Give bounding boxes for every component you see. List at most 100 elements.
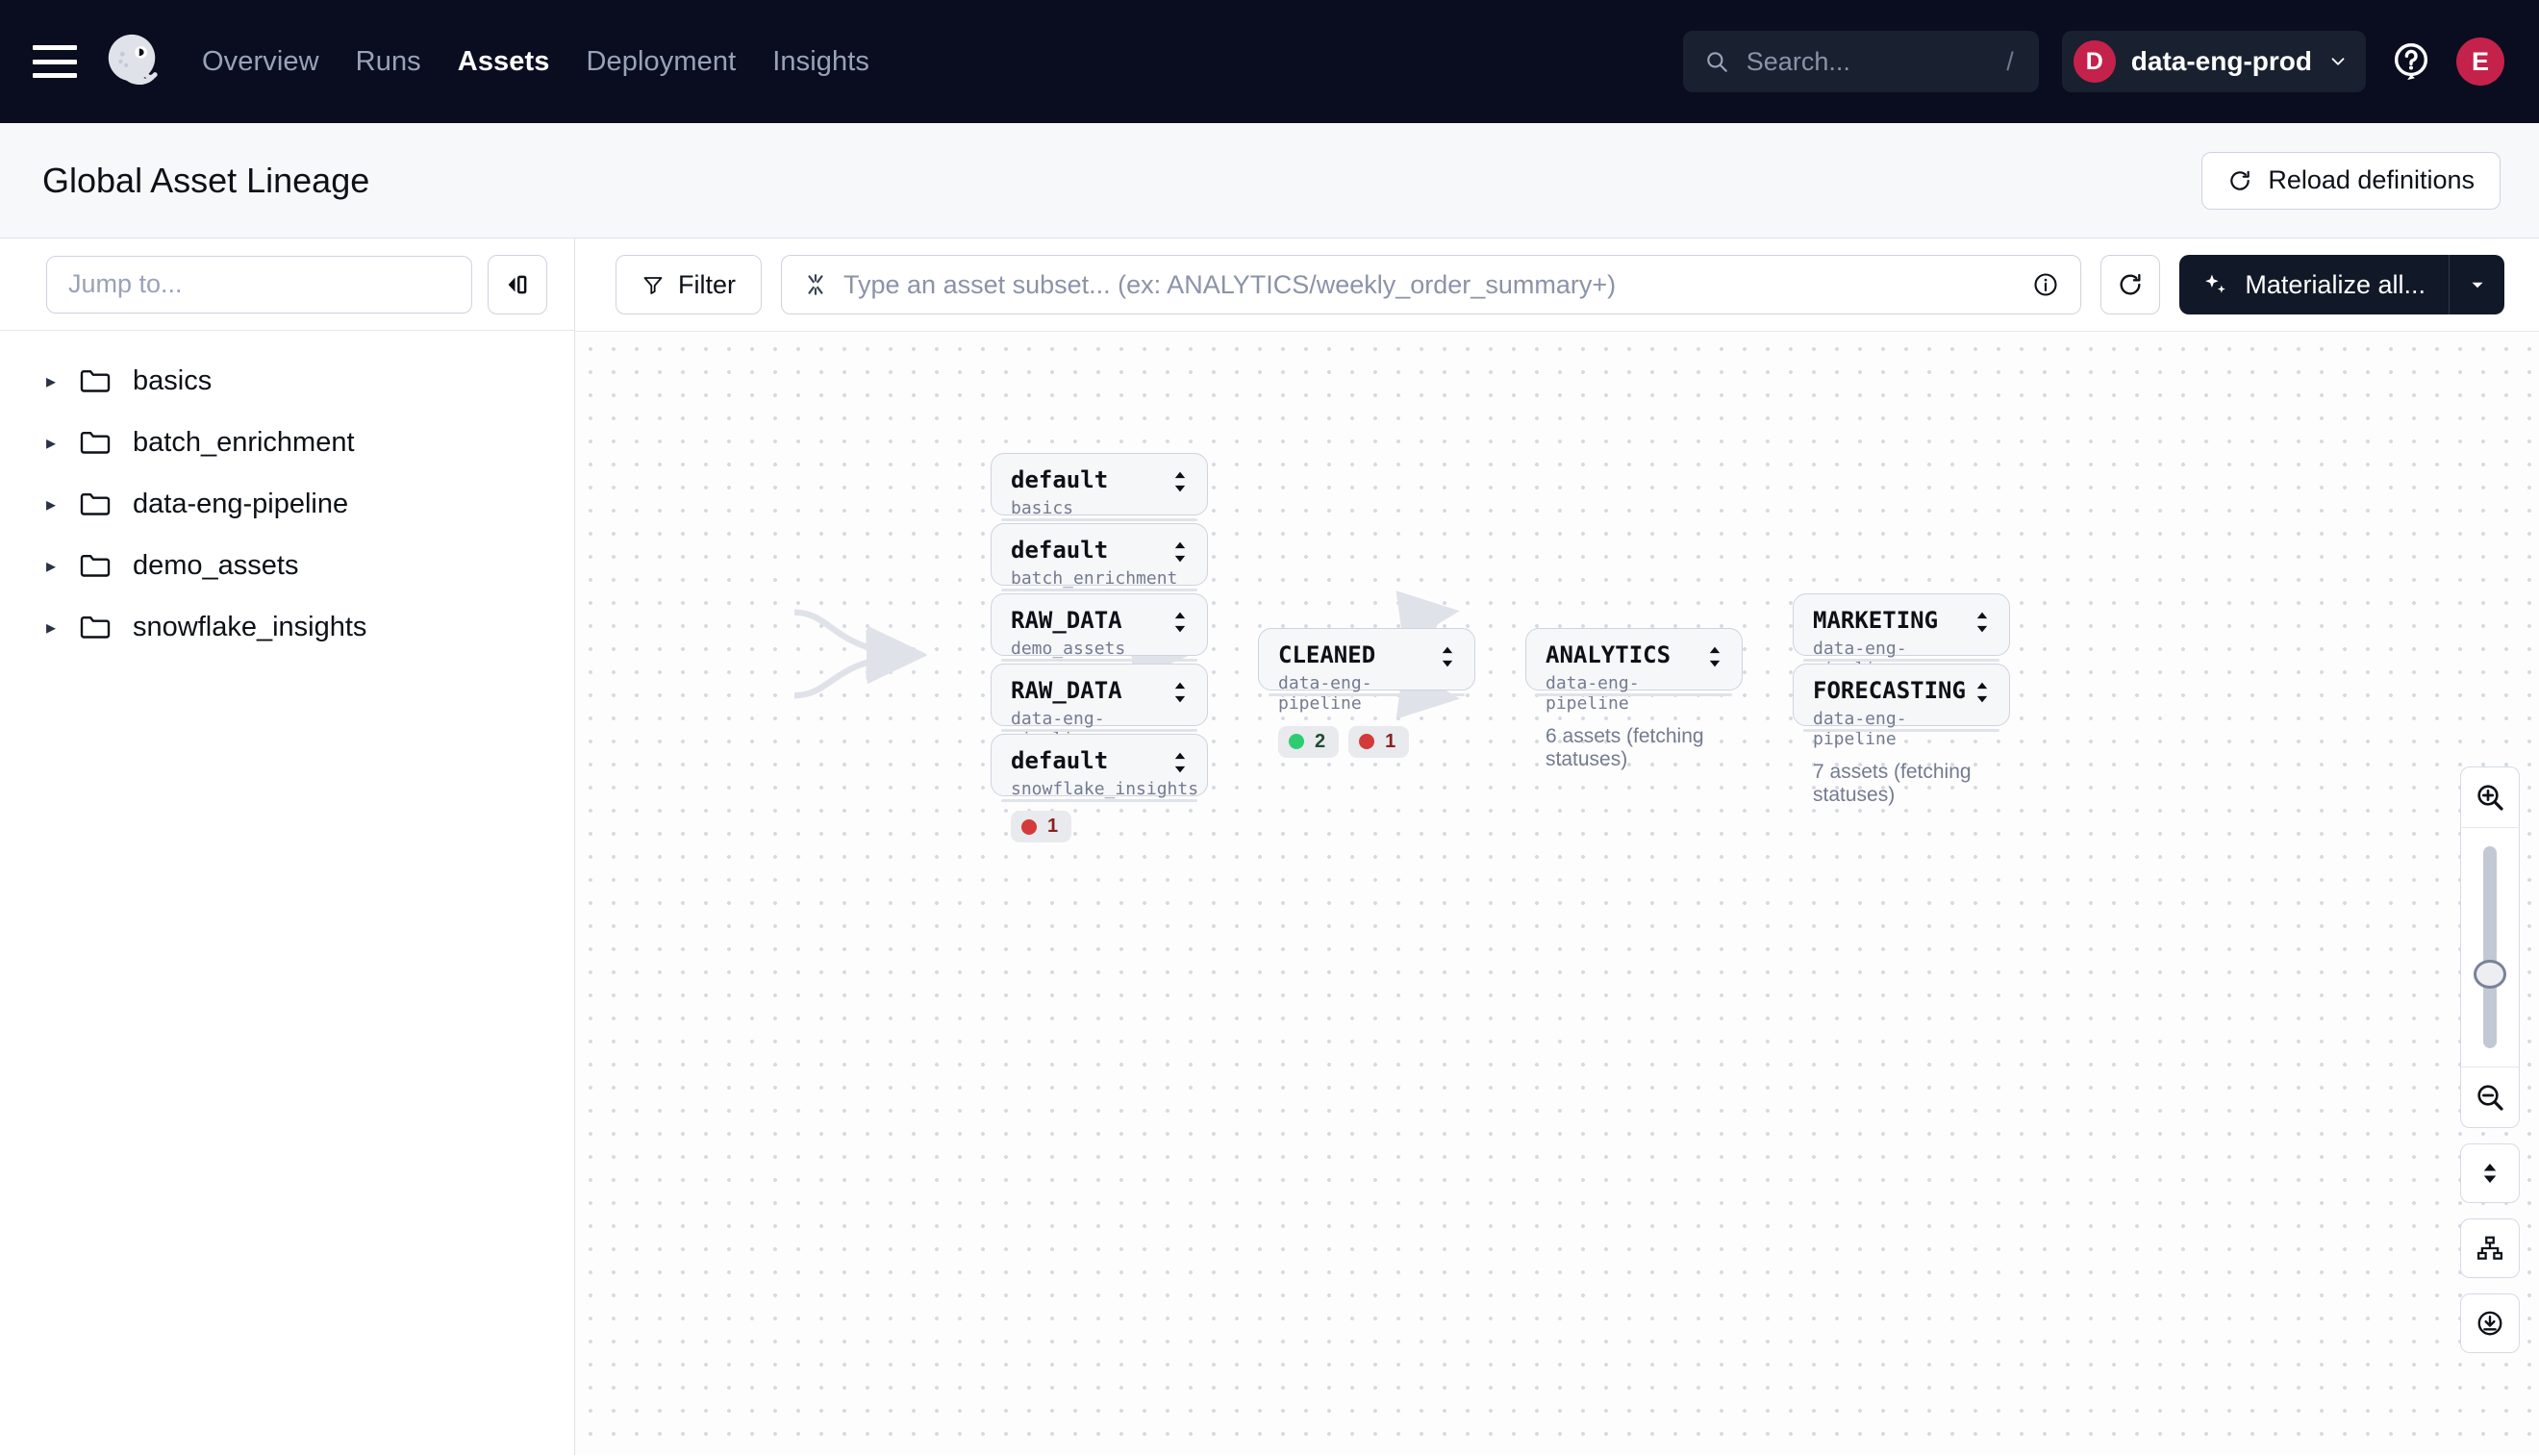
- materialize-all-button[interactable]: Materialize all...: [2179, 255, 2449, 314]
- tree-item-data-eng-pipeline[interactable]: ▸ data-eng-pipeline: [0, 473, 574, 535]
- nav-link-overview[interactable]: Overview: [202, 45, 319, 77]
- materialize-dropdown-button[interactable]: [2449, 255, 2504, 314]
- tree-item-label: basics: [133, 364, 213, 396]
- asset-group-node-basics[interactable]: default basics 3: [991, 453, 1208, 563]
- lineage-graph-pane: Filter Type an asset subset... (ex: ANAL…: [575, 238, 2539, 1455]
- expand-collapse-icon[interactable]: [1170, 750, 1190, 775]
- refresh-graph-button[interactable]: [2100, 255, 2161, 314]
- expand-collapse-icon[interactable]: [1170, 469, 1190, 494]
- zoom-slider-handle[interactable]: [2474, 960, 2506, 989]
- status-badge-failed: 1: [1348, 725, 1410, 758]
- node-status-text: 7 assets (fetching statuses): [1813, 760, 1972, 806]
- chevron-right-icon[interactable]: ▸: [46, 616, 57, 639]
- filter-button[interactable]: Filter: [616, 255, 762, 314]
- body-container: ▸ basics ▸ batch_enrichment ▸ data-eng-p…: [0, 238, 2539, 1455]
- deployment-name: data-eng-prod: [2130, 46, 2312, 76]
- materialize-all-label: Materialize all...: [2245, 269, 2426, 299]
- expand-collapse-icon[interactable]: [1973, 680, 1992, 705]
- reload-definitions-button[interactable]: Reload definitions: [2201, 151, 2501, 210]
- folder-icon: [80, 432, 111, 454]
- expand-collapse-all-button[interactable]: [2460, 1143, 2520, 1203]
- expand-collapse-icon[interactable]: [1438, 644, 1457, 669]
- refresh-icon: [2121, 273, 2141, 295]
- asset-group-node-cleaned[interactable]: CLEANED data-eng-pipeline 2 1: [1258, 628, 1475, 758]
- asset-group-node-marketing[interactable]: MARKETING data-eng-pipeline 3: [1793, 593, 2010, 723]
- expand-collapse-icon[interactable]: [1705, 644, 1724, 669]
- tree-item-snowflake-insights[interactable]: ▸ snowflake_insights: [0, 596, 574, 658]
- collapse-sidebar-button[interactable]: [488, 254, 547, 314]
- chevron-down-icon: [2331, 58, 2345, 65]
- node-subtitle: data-eng-pipeline: [1813, 708, 1907, 750]
- node-title: ANALYTICS: [1546, 641, 1672, 668]
- help-circle-icon[interactable]: [2389, 39, 2433, 84]
- edge-demo-raw-to-cleaned: [793, 609, 927, 681]
- zoom-out-button[interactable]: [2460, 1067, 2520, 1127]
- asset-group-sidebar: ▸ basics ▸ batch_enrichment ▸ data-eng-p…: [0, 238, 575, 1455]
- tree-item-label: batch_enrichment: [133, 426, 355, 458]
- materialize-button-group: Materialize all...: [2179, 255, 2504, 314]
- asset-subset-input[interactable]: Type an asset subset... (ex: ANALYTICS/w…: [781, 255, 2082, 314]
- node-subtitle: basics: [1011, 497, 1074, 518]
- zoom-stack: [2460, 766, 2520, 1128]
- info-circle-icon[interactable]: [2032, 271, 2059, 298]
- chevron-right-icon[interactable]: ▸: [46, 370, 57, 392]
- node-subtitle: data-eng-pipeline: [1546, 672, 1640, 715]
- collapse-sidebar-icon: [508, 275, 527, 293]
- nav-link-insights[interactable]: Insights: [772, 45, 869, 77]
- status-dot-failed-icon: [1359, 734, 1375, 750]
- main-nav-links: Overview Runs Assets Deployment Insights: [202, 46, 869, 78]
- asset-group-node-analytics[interactable]: ANALYTICS data-eng-pipeline 6 assets (fe…: [1525, 628, 1743, 770]
- global-search-input[interactable]: Search... /: [1682, 31, 2039, 92]
- nav-link-assets[interactable]: Assets: [457, 45, 550, 77]
- zoom-in-button[interactable]: [2460, 767, 2520, 827]
- layout-direction-icon: [2477, 1236, 2502, 1260]
- status-dot-success-icon: [1289, 734, 1304, 750]
- page-header: Global Asset Lineage Reload definitions: [0, 123, 2539, 238]
- status-count: 1: [1385, 730, 1396, 752]
- asset-group-node-forecasting[interactable]: FORECASTING data-eng-pipeline 7 assets (…: [1793, 664, 2010, 806]
- node-title: RAW_DATA: [1011, 677, 1122, 704]
- tree-item-label: data-eng-pipeline: [133, 488, 349, 519]
- filter-icon: [643, 277, 663, 294]
- tree-item-label: snowflake_insights: [133, 611, 367, 642]
- status-badge-failed: 1: [1011, 811, 1072, 843]
- search-shortcut: /: [2006, 46, 2014, 76]
- jump-to-input[interactable]: [46, 255, 472, 314]
- tree-item-batch-enrichment[interactable]: ▸ batch_enrichment: [0, 412, 574, 473]
- expand-collapse-icon[interactable]: [1170, 610, 1190, 635]
- zoom-slider[interactable]: [2460, 827, 2520, 1067]
- top-navigation-bar: Overview Runs Assets Deployment Insights…: [0, 0, 2539, 123]
- asset-group-node-snowflake-insights[interactable]: default snowflake_insights 1: [991, 734, 1208, 843]
- node-title: CLEANED: [1278, 641, 1376, 668]
- dagster-logo[interactable]: [102, 32, 162, 91]
- user-avatar[interactable]: E: [2456, 38, 2504, 86]
- layout-direction-button[interactable]: [2460, 1218, 2520, 1278]
- nav-link-runs[interactable]: Runs: [355, 45, 421, 77]
- nav-link-deployment[interactable]: Deployment: [586, 45, 737, 77]
- asset-group-node-demo-assets-raw-data[interactable]: RAW_DATA demo_assets 1: [991, 593, 1208, 703]
- download-graph-button[interactable]: [2460, 1293, 2520, 1353]
- chevron-down-icon: [2472, 282, 2482, 289]
- asset-group-node-batch-enrichment[interactable]: default batch_enrichment 2: [991, 523, 1208, 633]
- folder-icon: [80, 370, 111, 392]
- status-count: 2: [1315, 730, 1326, 752]
- node-status-text: 6 assets (fetching statuses): [1546, 724, 1704, 770]
- status-count: 1: [1047, 816, 1059, 838]
- expand-collapse-icon[interactable]: [1170, 540, 1190, 565]
- edge-pipeline-raw-to-cleaned: [793, 629, 927, 699]
- search-placeholder: Search...: [1746, 46, 1850, 76]
- tree-item-basics[interactable]: ▸ basics: [0, 350, 574, 412]
- status-dot-failed-icon: [1021, 818, 1037, 835]
- asset-group-node-pipeline-raw-data[interactable]: RAW_DATA data-eng-pipeline 2: [991, 664, 1208, 793]
- lineage-canvas[interactable]: default basics 3 default batch_enrichmen…: [575, 331, 2539, 1455]
- top-nav-right-cluster: Search... / D data-eng-prod E: [1682, 0, 2504, 123]
- chevron-right-icon[interactable]: ▸: [46, 493, 57, 515]
- hamburger-icon[interactable]: [33, 45, 77, 78]
- tree-item-demo-assets[interactable]: ▸ demo_assets: [0, 535, 574, 596]
- deployment-selector[interactable]: D data-eng-prod: [2061, 31, 2366, 92]
- asset-group-tree: ▸ basics ▸ batch_enrichment ▸ data-eng-p…: [0, 331, 574, 658]
- expand-collapse-icon[interactable]: [1170, 680, 1190, 705]
- expand-collapse-icon[interactable]: [1973, 610, 1992, 635]
- chevron-right-icon[interactable]: ▸: [46, 555, 57, 577]
- chevron-right-icon[interactable]: ▸: [46, 432, 57, 454]
